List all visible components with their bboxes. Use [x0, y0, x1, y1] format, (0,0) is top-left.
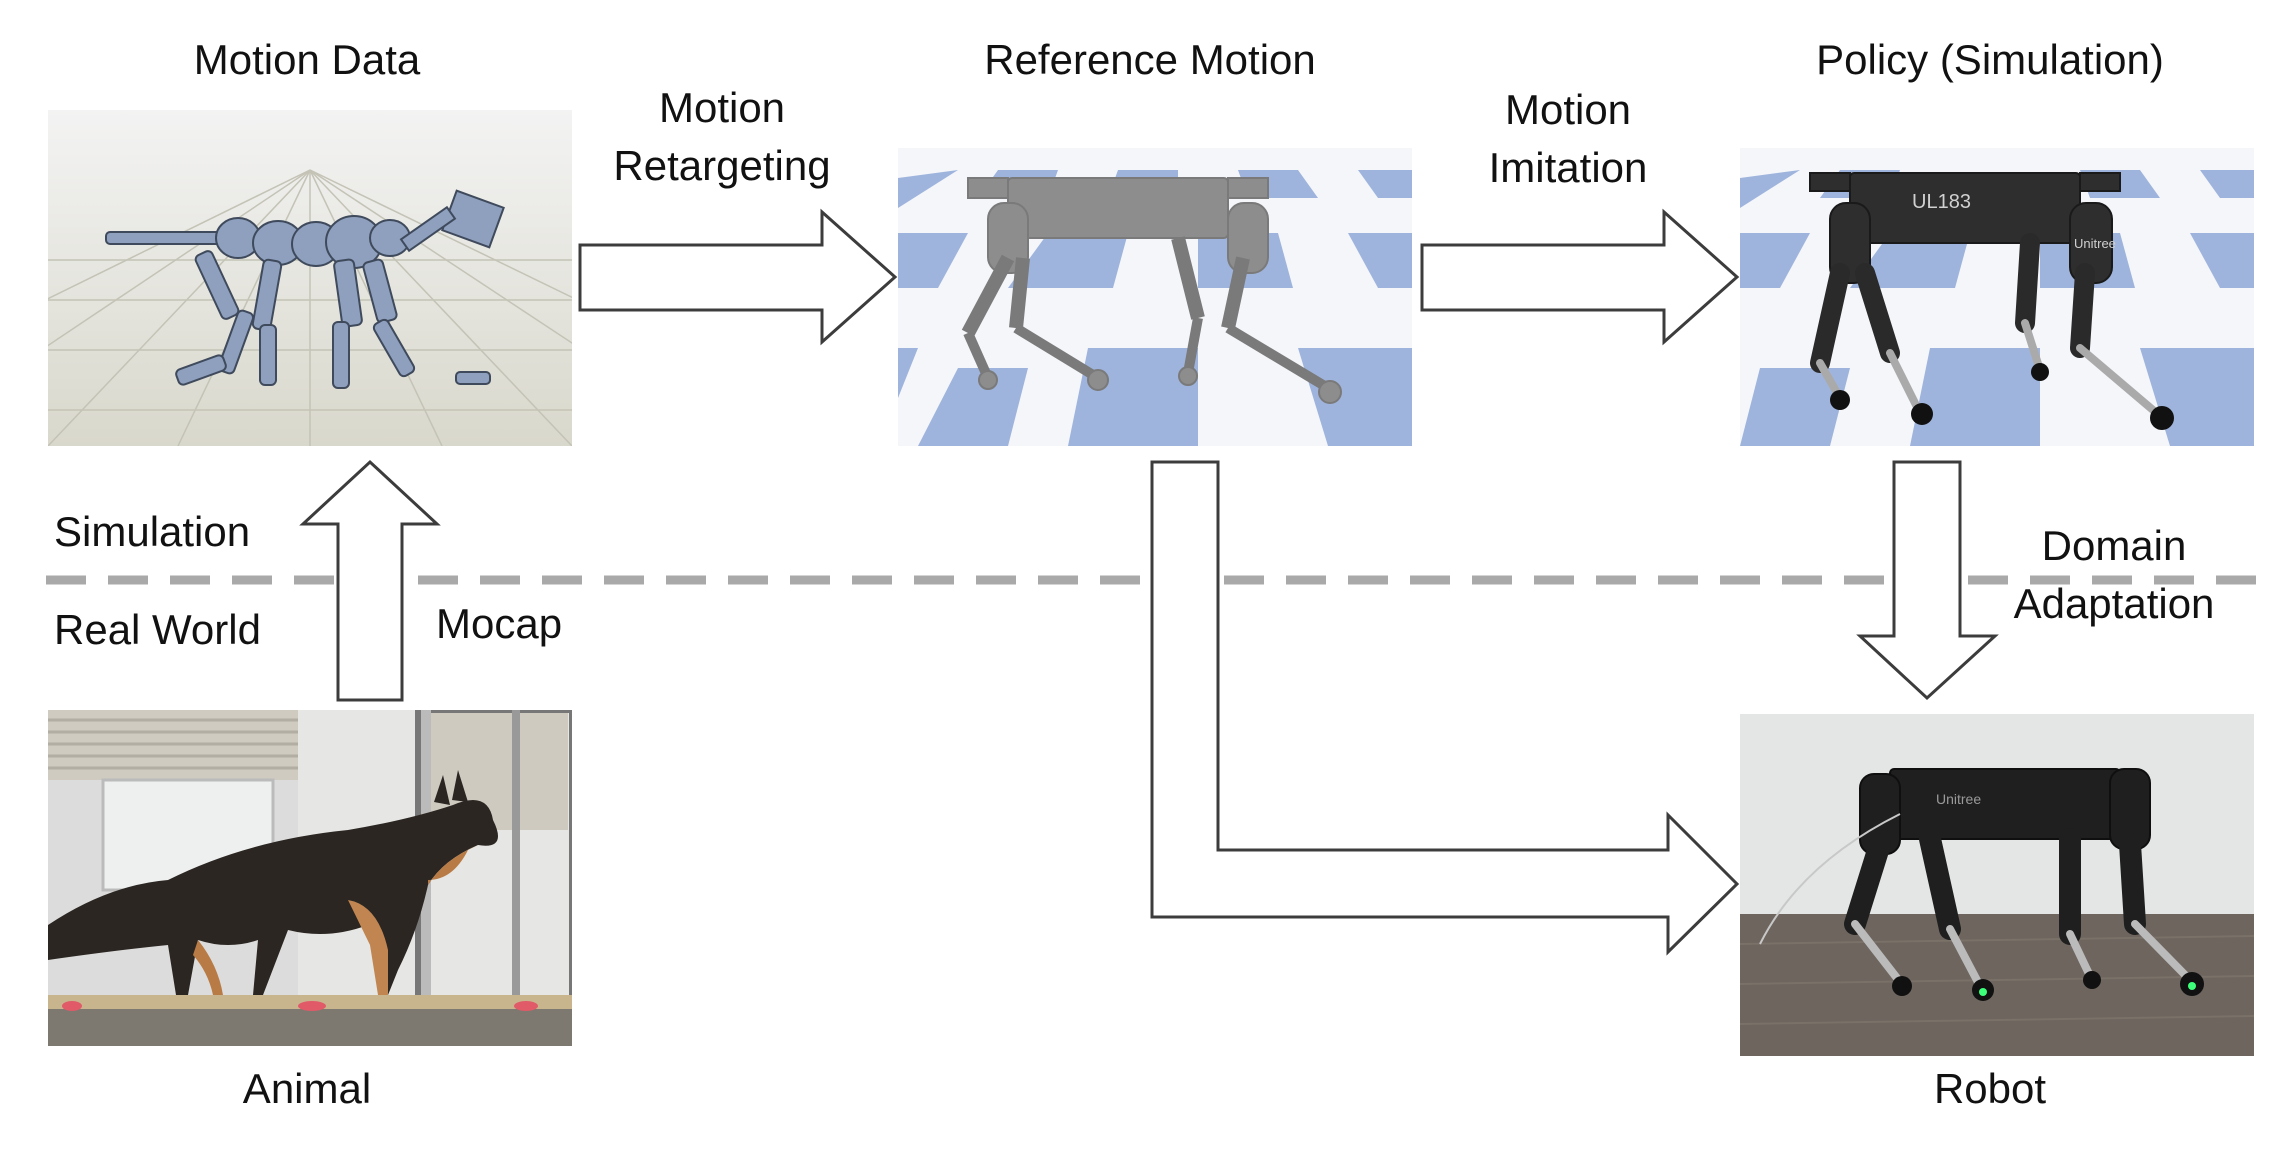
animal-title: Animal	[242, 1065, 372, 1112]
policy-body-text: UL183	[1912, 191, 1971, 213]
imitation-label-line2: Imitation	[1488, 144, 1648, 191]
reference-motion-title: Reference Motion	[984, 36, 1316, 83]
simulation-zone-label: Simulation	[54, 508, 251, 555]
domain-adaptation-arrow	[1856, 460, 1999, 701]
policy-leg-text: Unitree	[2074, 236, 2116, 251]
robot-image: Unitree	[1740, 714, 2254, 1056]
animal-image	[48, 710, 572, 1046]
retargeting-label-line1: Motion	[658, 84, 786, 131]
imitation-label-line1: Motion	[1504, 86, 1632, 133]
retargeting-label-line2: Retargeting	[613, 142, 831, 189]
robot-body-text: Unitree	[1936, 791, 1981, 807]
mocap-label: Mocap	[436, 600, 563, 647]
reference-motion-image	[898, 148, 1412, 446]
robot-title: Robot	[1933, 1065, 2047, 1112]
motion-data-image	[48, 110, 572, 446]
policy-title: Policy (Simulation)	[1816, 36, 2164, 83]
domain-adaptation-label-line1: Domain	[2041, 522, 2187, 569]
motion-data-title: Motion Data	[193, 36, 421, 83]
real-world-zone-label: Real World	[54, 606, 261, 653]
policy-image: UL183 Unitree	[1740, 148, 2254, 446]
domain-adaptation-label-line2: Adaptation	[2013, 580, 2215, 627]
imitation-arrow	[1420, 208, 1740, 346]
mocap-arrow	[299, 459, 441, 702]
retargeting-arrow	[578, 208, 898, 346]
reference-to-robot-arrow	[1150, 460, 1740, 956]
